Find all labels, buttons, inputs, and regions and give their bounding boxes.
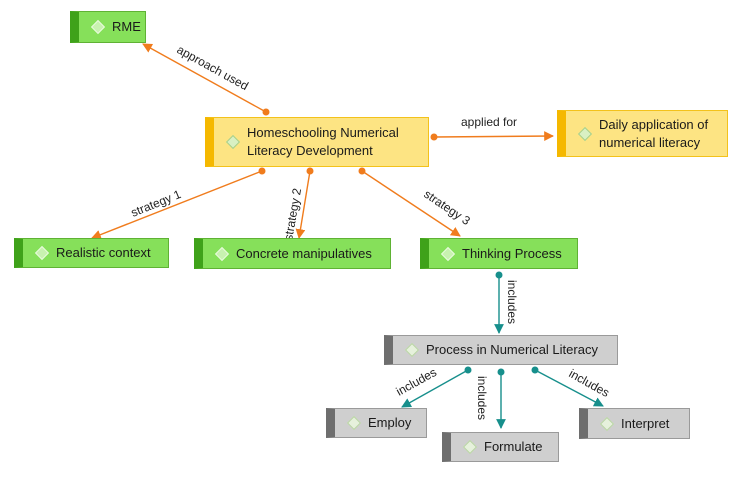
edge-strategy-2: strategy 2 [281, 167, 314, 242]
diamond-icon [440, 246, 456, 261]
node-employ[interactable]: Employ [326, 408, 427, 438]
edge-strategy-1: strategy 1 [91, 167, 266, 240]
node-homeschooling-numerical-literacy-development[interactable]: Homeschooling Numerical Literacy Develop… [205, 117, 429, 167]
node-formulate-label: Formulate [484, 439, 543, 454]
node-process-in-numerical-literacy[interactable]: Process in Numerical Literacy [384, 335, 618, 365]
node-thinking-process[interactable]: Thinking Process [420, 238, 578, 269]
edge-label-includes-formulate: includes [475, 376, 489, 420]
node-thinking-process-label: Thinking Process [462, 245, 562, 261]
edge-strategy-3: strategy 3 [358, 167, 473, 237]
edge-approach-used: approach used [142, 42, 270, 116]
diamond-icon [34, 245, 50, 261]
node-daily-label-line1: Daily application of [599, 116, 709, 132]
node-interpret-label: Interpret [621, 415, 670, 431]
node-daily-application[interactable]: Daily application of numerical literacy [557, 110, 728, 157]
edge-includes-formulate: includes [475, 368, 506, 429]
diamond-icon [90, 19, 106, 35]
node-rme-label: RME [112, 19, 141, 34]
node-formulate[interactable]: Formulate [442, 432, 559, 462]
edge-label-includes-interpret: includes [567, 366, 612, 400]
edge-label-includes-thinking: includes [505, 280, 519, 324]
node-homeschooling-label-line1: Homeschooling Numerical [247, 125, 399, 140]
node-process-label: Process in Numerical Literacy [426, 342, 598, 357]
node-realistic-context-label: Realistic context [56, 245, 151, 260]
diamond-icon [462, 439, 478, 455]
node-homeschooling-label: Homeschooling Numerical Literacy Develop… [247, 124, 399, 160]
edge-includes-thinking: includes [494, 271, 519, 334]
node-concrete-manipulatives[interactable]: Concrete manipulatives [194, 238, 391, 269]
diamond-icon [214, 246, 230, 261]
edge-label-strategy-1: strategy 1 [129, 187, 183, 220]
edge-label-strategy-3: strategy 3 [421, 187, 473, 228]
edge-includes-employ: includes [394, 365, 472, 408]
node-daily-label-line2: numerical literacy [599, 134, 701, 150]
node-homeschooling-label-line2: Literacy Development [247, 143, 373, 158]
edge-label-includes-employ: includes [394, 365, 439, 399]
node-daily-label: Daily application of numerical literacy [599, 116, 708, 152]
node-realistic-context[interactable]: Realistic context [14, 238, 169, 268]
node-concrete-manipulatives-label: Concrete manipulatives [236, 245, 372, 261]
diamond-icon [599, 416, 615, 431]
diamond-icon [225, 134, 241, 150]
edge-label-strategy-2: strategy 2 [281, 187, 304, 242]
node-employ-label: Employ [368, 415, 412, 430]
diamond-icon [577, 126, 593, 141]
diamond-icon [404, 342, 420, 358]
node-rme[interactable]: RME [70, 11, 146, 43]
edge-label-applied-for: applied for [461, 115, 517, 129]
node-interpret[interactable]: Interpret [579, 408, 690, 439]
edge-includes-interpret: includes [531, 366, 612, 407]
diamond-icon [346, 415, 362, 431]
edge-applied-for: applied for [430, 115, 554, 141]
